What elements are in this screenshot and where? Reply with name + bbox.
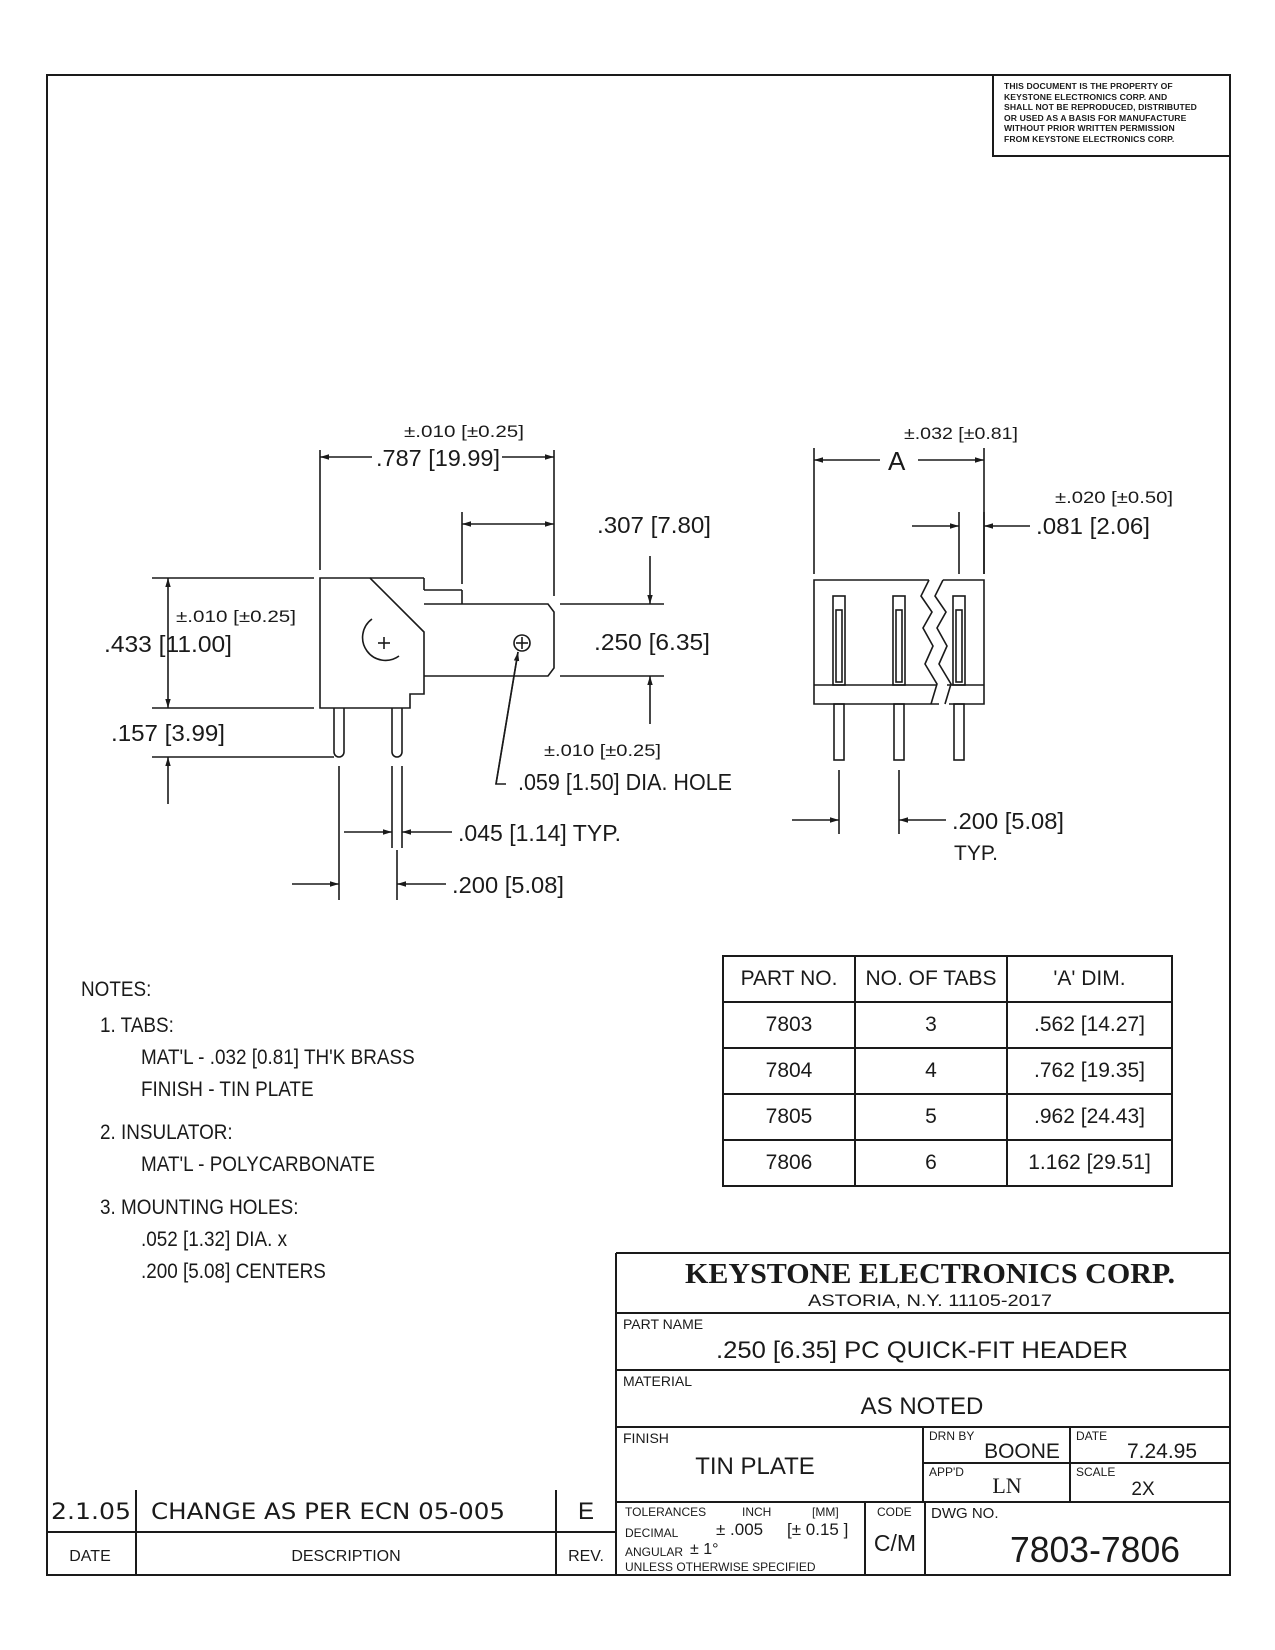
angular-tol: ± 1°: [690, 1541, 719, 1558]
cell-part-no: 7803: [722, 1001, 856, 1049]
dwg-no-label: DWG NO.: [931, 1505, 999, 1522]
parts-table: PART NO. NO. OF TABS 'A' DIM. 7803 3 .56…: [722, 955, 1173, 1187]
dim-pin-thickness: .045 [1.14] TYP.: [458, 820, 621, 846]
title-block: KEYSTONE ELECTRONICS CORP. ASTORIA, N.Y.…: [46, 1252, 1231, 1576]
property-notice-line: WITHOUT PRIOR WRITTEN PERMISSION: [1004, 123, 1175, 134]
cell-a-dim: .562 [14.27]: [1006, 1001, 1173, 1049]
unless-label: UNLESS OTHERWISE SPECIFIED: [625, 1560, 816, 1574]
dim-height: .433 [11.00]: [104, 631, 232, 657]
notes-heading: NOTES:: [81, 978, 152, 1001]
cell-a-dim: .962 [24.43]: [1006, 1093, 1173, 1141]
finish-label: FINISH: [623, 1430, 669, 1446]
side-view-outline: [319, 577, 555, 758]
decimal-tol-mm: [± 0.15 ]: [787, 1520, 848, 1539]
table-row: 7804 4 .762 [19.35]: [722, 1047, 1173, 1095]
dim-hole: .059 [1.50] DIA. HOLE: [518, 769, 732, 795]
decimal-tol: ± .005: [716, 1520, 763, 1539]
inch-label: INCH: [742, 1505, 771, 1519]
dim-pin-spacing: .200 [5.08]: [452, 872, 564, 898]
drawing-views: ±.010 [±0.25] .787 [19.99] .307 [7.80] .…: [104, 422, 1173, 900]
header-part-no: PART NO.: [722, 955, 856, 1003]
appd-label: APP'D: [929, 1465, 964, 1479]
finish-value: TIN PLATE: [695, 1453, 815, 1480]
revision-letter: E: [578, 1498, 594, 1525]
note-line: 2. INSULATOR:: [100, 1121, 233, 1144]
dim-tab-length: .307 [7.80]: [597, 512, 711, 538]
tol-height: ±.010 [±0.25]: [176, 607, 296, 626]
date-header: DATE: [69, 1548, 110, 1565]
cell-part-no: 7804: [722, 1047, 856, 1095]
dim-pitch: .200 [5.08]: [952, 808, 1064, 834]
property-notice-line: KEYSTONE ELECTRONICS CORP. AND: [1004, 91, 1168, 102]
table-header-row: PART NO. NO. OF TABS 'A' DIM.: [722, 955, 1173, 1003]
note-line: 3. MOUNTING HOLES:: [100, 1196, 299, 1219]
revision-description: CHANGE AS PER ECN 05-005: [151, 1500, 505, 1525]
cell-no-of-tabs: 3: [854, 1001, 1008, 1049]
tol-tab-thickness: ±.020 [±0.50]: [1055, 488, 1173, 507]
tol-a: ±.032 [±0.81]: [904, 424, 1018, 443]
drn-by-label: DRN BY: [929, 1429, 974, 1443]
cell-part-no: 7806: [722, 1139, 856, 1187]
angular-label: ANGULAR: [625, 1545, 683, 1559]
cell-a-dim: .762 [19.35]: [1006, 1047, 1173, 1095]
tolerances-label: TOLERANCES: [625, 1505, 706, 1519]
code-label: CODE: [877, 1505, 912, 1519]
dim-tab-thickness: .081 [2.06]: [1036, 513, 1150, 539]
tol-overall: ±.010 [±0.25]: [404, 422, 524, 441]
cell-part-no: 7805: [722, 1093, 856, 1141]
property-notice: THIS DOCUMENT IS THE PROPERTY OF KEYSTON…: [992, 75, 1230, 157]
description-header: DESCRIPTION: [291, 1548, 400, 1565]
tol-hole: ±.010 [±0.25]: [544, 741, 661, 760]
dwg-no-value: 7803-7806: [1010, 1529, 1180, 1570]
part-name: .250 [6.35] PC QUICK-FIT HEADER: [716, 1337, 1128, 1364]
header-a-dim: 'A' DIM.: [1006, 955, 1173, 1003]
part-name-label: PART NAME: [623, 1316, 703, 1332]
rev-header: REV.: [568, 1548, 604, 1565]
dim-overall: .787 [19.99]: [376, 445, 500, 471]
scale-value: 2X: [1131, 1479, 1155, 1500]
scale-label: SCALE: [1076, 1465, 1115, 1479]
note-line: MAT'L - POLYCARBONATE: [141, 1153, 375, 1176]
code-value: C/M: [874, 1530, 916, 1556]
decimal-label: DECIMAL: [625, 1526, 679, 1540]
note-line: .052 [1.32] DIA. x: [141, 1228, 288, 1251]
material-label: MATERIAL: [623, 1373, 692, 1389]
company-name: KEYSTONE ELECTRONICS CORP.: [685, 1259, 1175, 1290]
drawing-frame: [46, 74, 1231, 1576]
drn-by-value: BOONE: [984, 1440, 1060, 1463]
company-address: ASTORIA, N.Y. 11105-2017: [808, 1291, 1052, 1310]
date-value: 7.24.95: [1127, 1440, 1197, 1463]
table-row: 7805 5 .962 [24.43]: [722, 1093, 1173, 1141]
dim-pin-length: .157 [3.99]: [111, 720, 225, 746]
front-view-outline: [813, 579, 985, 761]
mm-label: [MM]: [812, 1505, 839, 1519]
note-line: MAT'L - .032 [0.81] TH'K BRASS: [141, 1046, 415, 1069]
table-row: 7803 3 .562 [14.27]: [722, 1001, 1173, 1049]
property-notice-line: THIS DOCUMENT IS THE PROPERTY OF: [1004, 81, 1173, 91]
property-notice-line: FROM KEYSTONE ELECTRONICS CORP.: [1004, 133, 1175, 144]
note-line: FINISH - TIN PLATE: [141, 1078, 314, 1101]
appd-value: LN: [992, 1473, 1021, 1498]
cell-no-of-tabs: 6: [854, 1139, 1008, 1187]
cell-a-dim: 1.162 [29.51]: [1006, 1139, 1173, 1187]
note-line: 1. TABS:: [100, 1014, 174, 1037]
dim-a: A: [888, 446, 906, 476]
table-row: 7806 6 1.162 [29.51]: [722, 1139, 1173, 1187]
property-notice-line: SHALL NOT BE REPRODUCED, DISTRIBUTED: [1004, 102, 1197, 113]
dim-tab-width: .250 [6.35]: [594, 629, 710, 655]
date-label: DATE: [1076, 1429, 1107, 1443]
dim-pitch-note: TYP.: [954, 842, 998, 865]
cell-no-of-tabs: 5: [854, 1093, 1008, 1141]
note-line: .200 [5.08] CENTERS: [141, 1260, 326, 1283]
property-notice-line: OR USED AS A BASIS FOR MANUFACTURE: [1004, 112, 1187, 123]
material-value: AS NOTED: [861, 1393, 984, 1420]
revision-date: 2.1.05: [51, 1500, 131, 1525]
cell-no-of-tabs: 4: [854, 1047, 1008, 1095]
header-no-of-tabs: NO. OF TABS: [854, 955, 1008, 1003]
